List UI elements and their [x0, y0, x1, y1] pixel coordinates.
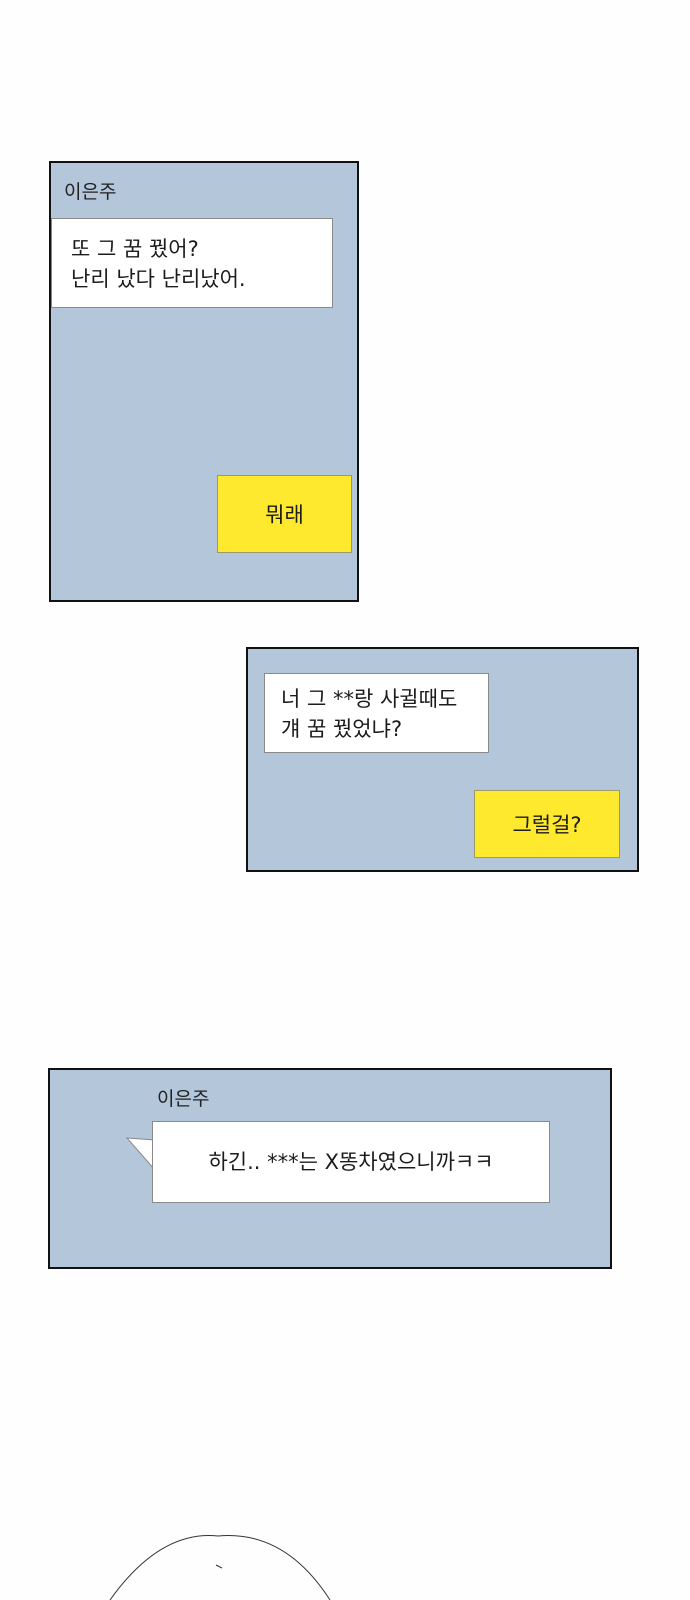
speaker-name: 이은주 — [157, 1088, 210, 1110]
chat-panel-3: 이은주 하긴.. ***는 X똥차였으니까ㅋㅋ — [48, 1068, 612, 1269]
message-line: 하긴.. ***는 X똥차였으니까ㅋㅋ — [208, 1150, 494, 1174]
chat-panel-2: 너 그 **랑 사귈때도 걔 꿈 꿨었냐? 그럴걸? — [246, 647, 639, 872]
incoming-message-bubble: 또 그 꿈 꿨어? 난리 났다 난리났어. — [51, 218, 333, 308]
chat-panel-1: 이은주 또 그 꿈 꿨어? 난리 났다 난리났어. 뭐래 — [49, 161, 359, 602]
outgoing-reply-bubble: 그럴걸? — [474, 790, 620, 858]
message-line: 난리 났다 난리났어. — [71, 267, 246, 291]
incoming-message-bubble: 너 그 **랑 사귈때도 걔 꿈 꿨었냐? — [264, 673, 489, 753]
message-line: 걔 꿈 꿨었냐? — [281, 717, 403, 741]
incoming-message-bubble: 하긴.. ***는 X똥차였으니까ㅋㅋ — [152, 1121, 550, 1203]
message-line: 또 그 꿈 꿨어? — [71, 237, 199, 261]
message-line: 너 그 **랑 사귈때도 — [281, 687, 458, 711]
outgoing-reply-bubble: 뭐래 — [217, 475, 352, 553]
speaker-name: 이은주 — [64, 181, 117, 203]
